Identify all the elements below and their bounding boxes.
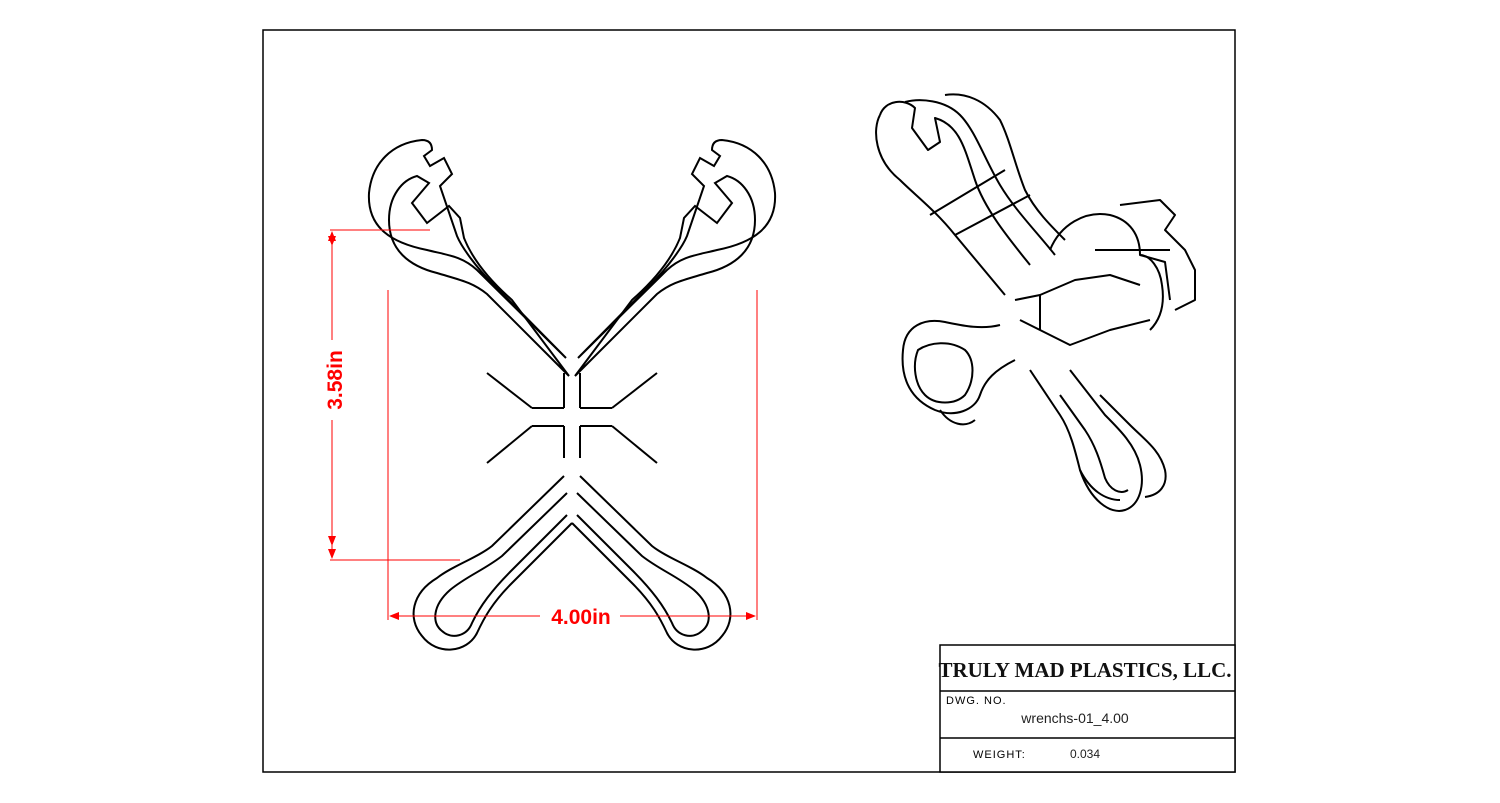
wrench-arm-bottom-right [571,475,732,651]
wrench-arm-top-left [367,138,570,377]
sheet-border [262,29,1236,773]
height-dimension-label: 3.58in [324,350,347,410]
front-view-outline [367,138,777,651]
width-dimension-label: 4.00in [551,606,611,629]
weight-label: WEIGHT: [973,749,1026,761]
weight-value: 0.034 [1070,747,1100,761]
dwg-no-label: DWG. NO. [946,695,1007,707]
center-hub [486,372,658,464]
company-name: TRULY MAD PLASTICS, LLC. [938,658,1231,682]
width-dimension [387,290,758,620]
wrench-arm-top-right [574,138,777,377]
isometric-view [875,93,1196,512]
height-dimension [328,229,460,561]
title-block [939,644,1236,773]
dwg-no-value: wrenchs-01_4.00 [1020,710,1129,726]
wrench-arm-bottom-left [412,475,573,651]
